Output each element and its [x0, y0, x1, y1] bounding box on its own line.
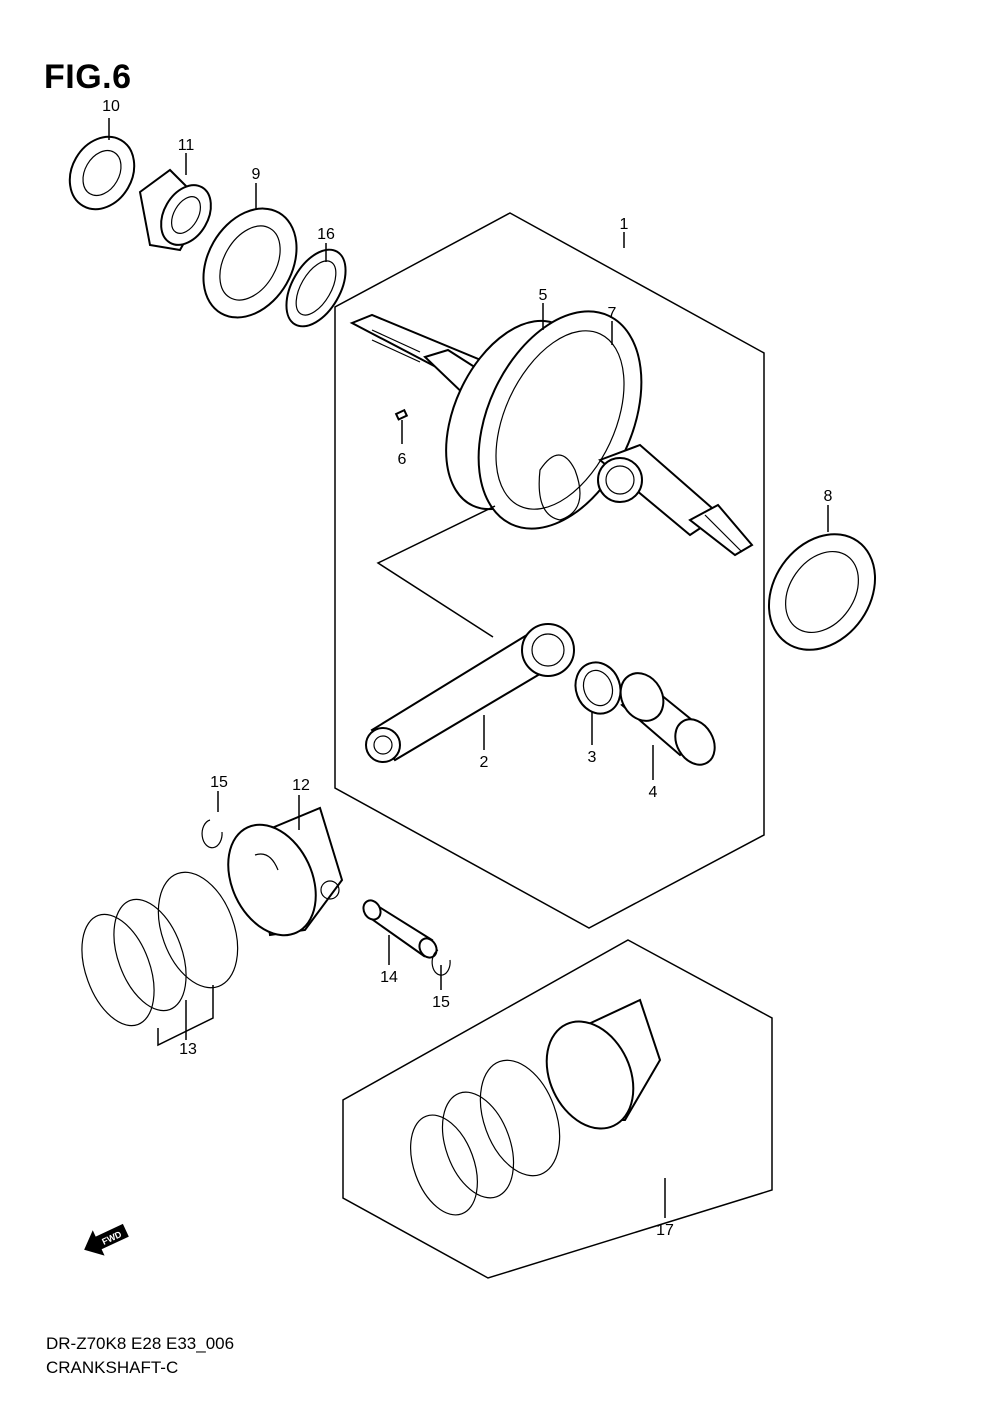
callout-2: 2: [480, 754, 489, 771]
figure-title: FIG.6: [44, 58, 132, 96]
piston-set-group-box: [342, 939, 773, 1279]
callout-15-lower: 15: [432, 994, 450, 1011]
connecting-rod-part[interactable]: [365, 623, 575, 763]
callout-15-upper: 15: [210, 774, 228, 791]
callout-16: 16: [317, 226, 335, 243]
piston-rings-part[interactable]: [68, 861, 252, 1035]
crankshaft-part[interactable]: [349, 285, 754, 557]
callout-labels: 1 2 3 4 5 6 7 8 9 10 11 12 13 14 15 15 1…: [102, 98, 832, 1239]
needle-bearing-part[interactable]: [568, 656, 627, 720]
shim-part[interactable]: [274, 240, 358, 337]
figure-name-caption: CRANKSHAFT-C: [46, 1358, 179, 1377]
piston-set-part[interactable]: [398, 998, 662, 1224]
oil-seal-part[interactable]: [57, 125, 147, 221]
callout-11: 11: [178, 137, 195, 154]
callout-7: 7: [608, 305, 617, 322]
circlip-lower-part[interactable]: [431, 949, 451, 976]
circlip-upper-part[interactable]: [201, 819, 223, 849]
callout-5: 5: [539, 287, 548, 304]
callout-10: 10: [102, 98, 120, 115]
callout-12: 12: [292, 777, 310, 794]
callout-1: 1: [620, 216, 629, 233]
spacer-part[interactable]: [138, 168, 221, 254]
callout-9: 9: [252, 166, 261, 183]
bearing-left-part[interactable]: [185, 192, 316, 334]
callout-3: 3: [588, 749, 597, 766]
leader-lines: [108, 118, 829, 1218]
piston-pin-part[interactable]: [360, 897, 440, 960]
fwd-arrow-icon: FWD: [84, 1223, 129, 1256]
bearing-right-part[interactable]: [747, 514, 897, 671]
callout-17: 17: [656, 1222, 674, 1239]
callout-6: 6: [398, 451, 407, 468]
model-code-caption: DR-Z70K8 E28 E33_006: [46, 1334, 235, 1353]
crankshaft-group-box: [334, 212, 765, 929]
crank-pin-part[interactable]: [612, 665, 722, 771]
key-part[interactable]: [394, 408, 409, 421]
callout-13: 13: [179, 1041, 197, 1058]
callout-14: 14: [380, 969, 398, 986]
piston-part[interactable]: [211, 806, 344, 949]
callout-4: 4: [649, 784, 658, 801]
callout-8: 8: [824, 488, 833, 505]
